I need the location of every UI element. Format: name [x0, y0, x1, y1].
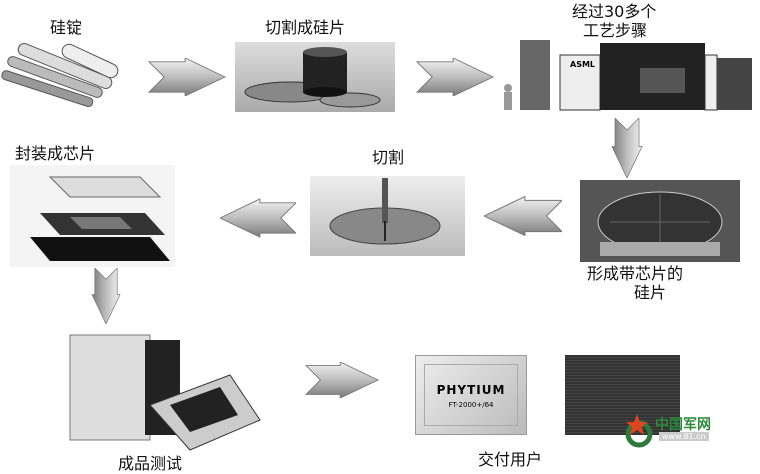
arrow-right-icon — [415, 58, 495, 96]
fab-machine-image: ASML — [500, 38, 760, 112]
label-wafer-line2: 硅片 — [634, 283, 667, 302]
phytium-chip-top-image: PHYTIUM FT-2000+/64 — [415, 355, 527, 435]
arrow-down-icon — [91, 268, 121, 324]
arrow-left-icon — [484, 196, 562, 236]
chip-model: FT-2000+/64 — [448, 401, 494, 409]
wafer-with-chips-image — [580, 180, 740, 262]
phytium-chip-bottom-image — [565, 355, 680, 435]
arrow-down-icon — [611, 118, 643, 178]
test-equipment-image — [60, 330, 270, 455]
label-dice: 切割 — [372, 148, 405, 167]
label-slice: 切割成硅片 — [265, 18, 346, 37]
silicon-ingot-image — [0, 42, 125, 112]
arrow-right-icon — [305, 362, 379, 398]
watermark-name: 中国军网 — [655, 417, 711, 433]
label-package: 封装成芯片 — [15, 144, 96, 163]
wafer-slicing-image — [235, 42, 395, 112]
arrow-right-icon — [148, 58, 226, 96]
chip-brand: PHYTIUM — [436, 383, 506, 397]
machine-label: ASML — [570, 60, 596, 69]
label-deliver: 交付用户 — [478, 450, 543, 469]
wafer-dicing-image — [310, 176, 465, 256]
label-ingot: 硅锭 — [50, 18, 83, 37]
label-process-line1: 经过30多个 — [572, 2, 657, 21]
label-test: 成品测试 — [118, 454, 183, 473]
label-wafer-line1: 形成带芯片的 — [587, 264, 684, 283]
chip-package-image — [10, 165, 175, 267]
watermark-logo: 中国军网 www.81.cn — [625, 410, 735, 450]
label-process-line2: 工艺步骤 — [583, 21, 648, 40]
arrow-left-icon — [220, 198, 296, 238]
watermark-url: www.81.cn — [659, 432, 709, 441]
